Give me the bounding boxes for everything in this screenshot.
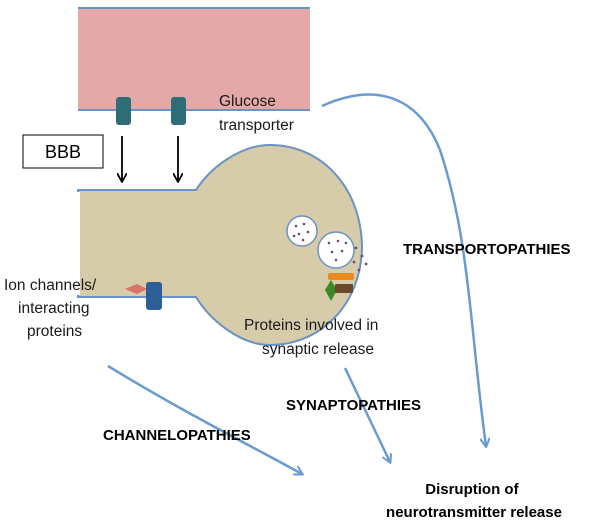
synaptic-release-proteins — [325, 273, 354, 301]
glucose-transporter-right — [171, 97, 186, 125]
synaptic-vesicle-lower — [317, 231, 355, 269]
transportopathies-label: TRANSPORTOPATHIES — [403, 241, 571, 258]
interacting-protein — [125, 284, 147, 294]
synaptic-proteins-label-line2: synaptic release — [262, 341, 374, 358]
channelopathies-label: CHANNELOPATHIES — [103, 427, 251, 444]
bbb-box — [22, 134, 104, 169]
released-neurotransmitter — [352, 246, 368, 272]
synaptic-vesicle-upper — [286, 215, 318, 247]
channelopathies-arrow — [107, 364, 302, 474]
ion-channels-label-line2: interacting — [18, 300, 90, 317]
glucose-transporter-left — [116, 97, 131, 125]
glucose-label-line2: transporter — [219, 117, 294, 134]
svg-text:Proteins involved in synap: Proteins involved in synaptic release — [244, 317, 383, 358]
synaptic-proteins-label-line1: Proteins involved in — [244, 317, 378, 334]
blood-vessel — [78, 7, 310, 111]
disruption-label-line2: neurotransmitter release — [386, 504, 562, 521]
synaptopathies-arrow — [343, 367, 390, 462]
svg-text:Ion channels/ interacting: Ion channels/ interacting proteins — [4, 277, 101, 340]
svg-text:Glucose transporter: Glucose transporter — [219, 93, 294, 134]
ion-channels-label-line1: Ion channels/ — [4, 277, 97, 294]
transportopathies-arrow — [321, 93, 486, 446]
synaptopathies-label: SYNAPTOPATHIES — [286, 397, 421, 414]
svg-text:Disruption of neurotransmi: Disruption of neurotransmitter release — [386, 481, 562, 521]
bbb-label: BBB — [45, 142, 81, 162]
ion-channels-label-line3: proteins — [27, 323, 82, 340]
glucose-label-line1: Glucose — [219, 93, 276, 110]
disruption-label-line1: Disruption of — [425, 481, 519, 498]
ion-channel — [146, 282, 162, 310]
